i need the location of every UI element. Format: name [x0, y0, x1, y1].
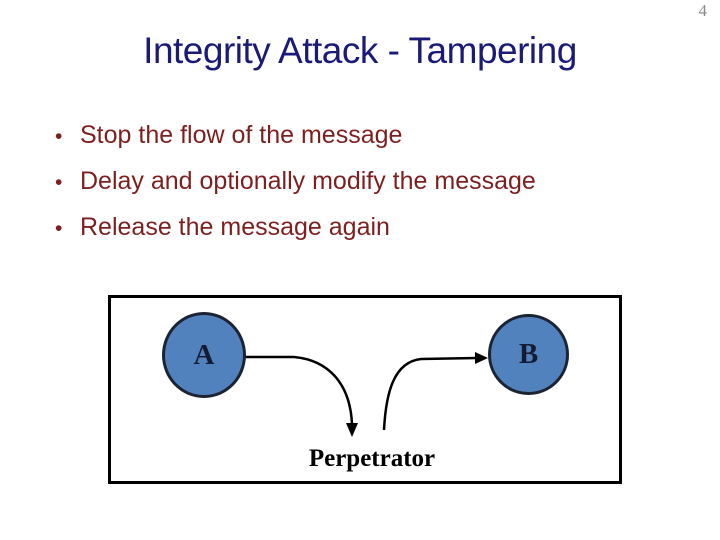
message-flow-arrows [245, 352, 488, 437]
slide-title: Integrity Attack - Tampering [143, 30, 577, 71]
diagram-canvas: A B Perpetrator [111, 298, 619, 481]
node-a: A [162, 312, 246, 398]
diagram-box: A B Perpetrator [108, 295, 622, 484]
node-a-label: A [193, 338, 215, 371]
bullet-icon: • [55, 171, 63, 194]
arrow-a-to-perpetrator [245, 355, 358, 437]
bullet-item: • Delay and optionally modify the messag… [55, 159, 536, 205]
slide-number: 4 [698, 1, 708, 20]
bullet-text: Release the message again [80, 213, 390, 241]
bullet-icon: • [55, 125, 63, 148]
bullet-text: Stop the flow of the message [80, 121, 403, 149]
arrow-perpetrator-to-b [382, 352, 488, 431]
bullet-item: • Stop the flow of the message [55, 113, 536, 159]
bullet-text: Delay and optionally modify the message [80, 167, 536, 195]
node-b: B [488, 314, 569, 395]
bullet-item: • Release the message again [55, 205, 536, 251]
bullet-icon: • [55, 217, 63, 240]
node-b-label: B [518, 338, 539, 370]
perpetrator-label: Perpetrator [308, 445, 436, 472]
bullet-list: • Stop the flow of the message • Delay a… [55, 113, 536, 251]
